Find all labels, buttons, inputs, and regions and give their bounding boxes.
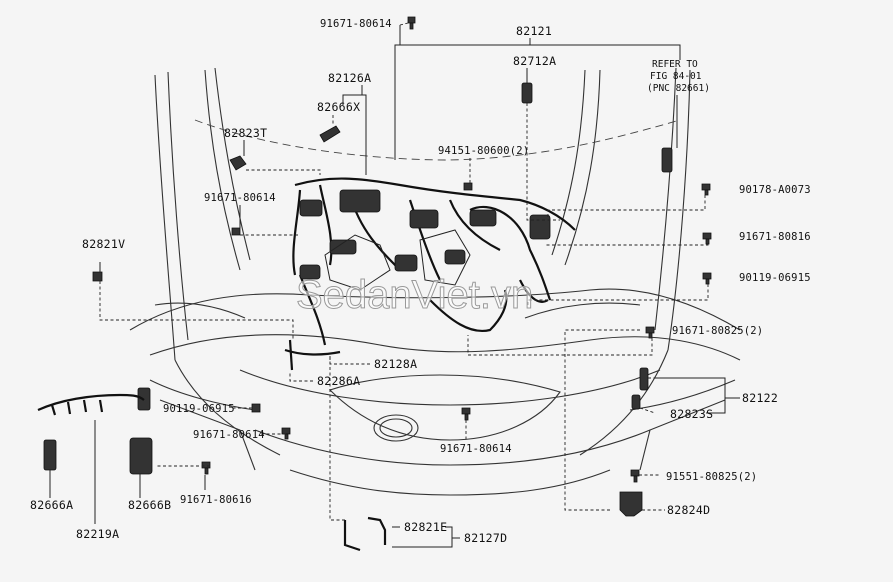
leader-lines [49,22,740,548]
engine-wire-harness [284,177,576,371]
label-91551-80825: 91551-80825(2) [666,471,757,483]
label-82219A: 82219A [76,527,119,541]
label-91671-80614-left: 91671-80614 [204,192,276,204]
refer-note-line1: REFER TO [652,59,698,70]
label-82122: 82122 [742,391,778,405]
refer-note-line3: (PNC 82661) [647,83,710,94]
label-90178-A0073: 90178-A0073 [739,184,811,196]
label-91671-80616: 91671-80616 [180,494,252,506]
label-82712A: 82712A [513,54,556,68]
label-82824D: 82824D [667,503,710,517]
label-91671-80816: 91671-80816 [739,231,811,243]
label-82121: 82121 [516,24,552,38]
label-91671-80614-mid: 91671-80614 [440,443,512,455]
label-91671-80614-low: 91671-80614 [193,429,265,441]
callout-labels: 91671-80614 82121 82712A REFER TO FIG 84… [30,18,811,545]
watermark-text: SedanViet.vn [296,273,533,317]
label-82821V: 82821V [82,237,125,251]
vehicle-body-outline [129,67,741,496]
label-82127D: 82127D [464,531,507,545]
label-82666B: 82666B [128,498,171,512]
label-82666X: 82666X [317,100,360,114]
label-82823S: 82823S [670,407,713,421]
refer-note-line2: FIG 84-01 [650,71,702,82]
label-82286A: 82286A [317,374,360,388]
label-82126A: 82126A [328,71,371,85]
label-82821E: 82821E [404,520,447,534]
label-91671-80614-top: 91671-80614 [320,18,392,30]
label-82666A: 82666A [30,498,73,512]
label-94151-80600: 94151-80600(2) [438,145,529,157]
label-91671-80825: 91671-80825(2) [672,325,763,337]
label-82823T: 82823T [224,126,267,140]
label-82128A: 82128A [374,357,417,371]
label-90119-06915-left: 90119-06915 [163,403,235,415]
label-90119-06915-right: 90119-06915 [739,272,811,284]
